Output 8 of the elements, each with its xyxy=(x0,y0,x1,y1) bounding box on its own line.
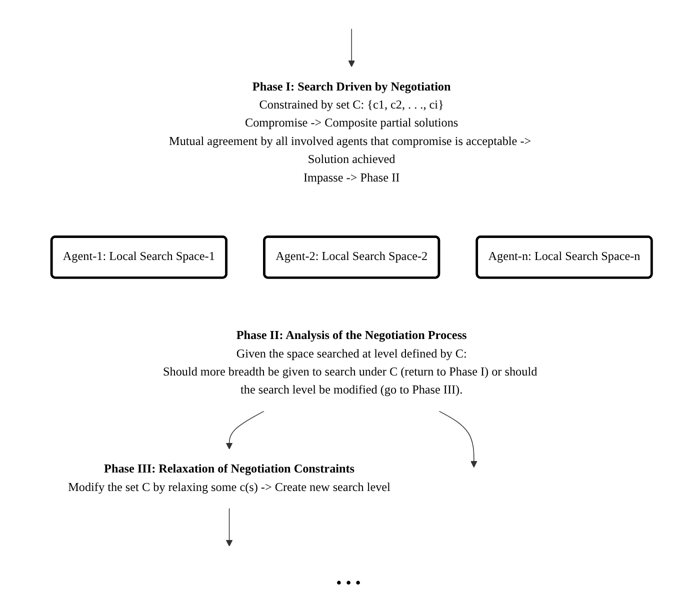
arrow xyxy=(226,508,233,546)
node-text: Phase I: Search Driven by Negotiation Constrained by set C: {c1, c2, . . ., ci} Compromise -> Composite partial solutions Mutual agreement by all involved agents that compromise is acceptable -> Solution achieved Impasse -> Phase II xyxy=(169,80,532,184)
arrow xyxy=(226,410,264,450)
ellipsis-text: • • • xyxy=(336,575,361,592)
arrow xyxy=(348,28,355,68)
node-text: Phase III: Relaxation of Negotiation Constraints Modify the set C by relaxing some c(s) -> Create new search level xyxy=(68,462,390,494)
arrow xyxy=(438,410,478,468)
node-text: Phase II: Analysis of the Negotiation Process Given the space searched at level defined by C: Should more breadth be given to search under C (return to Phase I) or should the search level be modified (go to Phase III). xyxy=(162,329,538,397)
